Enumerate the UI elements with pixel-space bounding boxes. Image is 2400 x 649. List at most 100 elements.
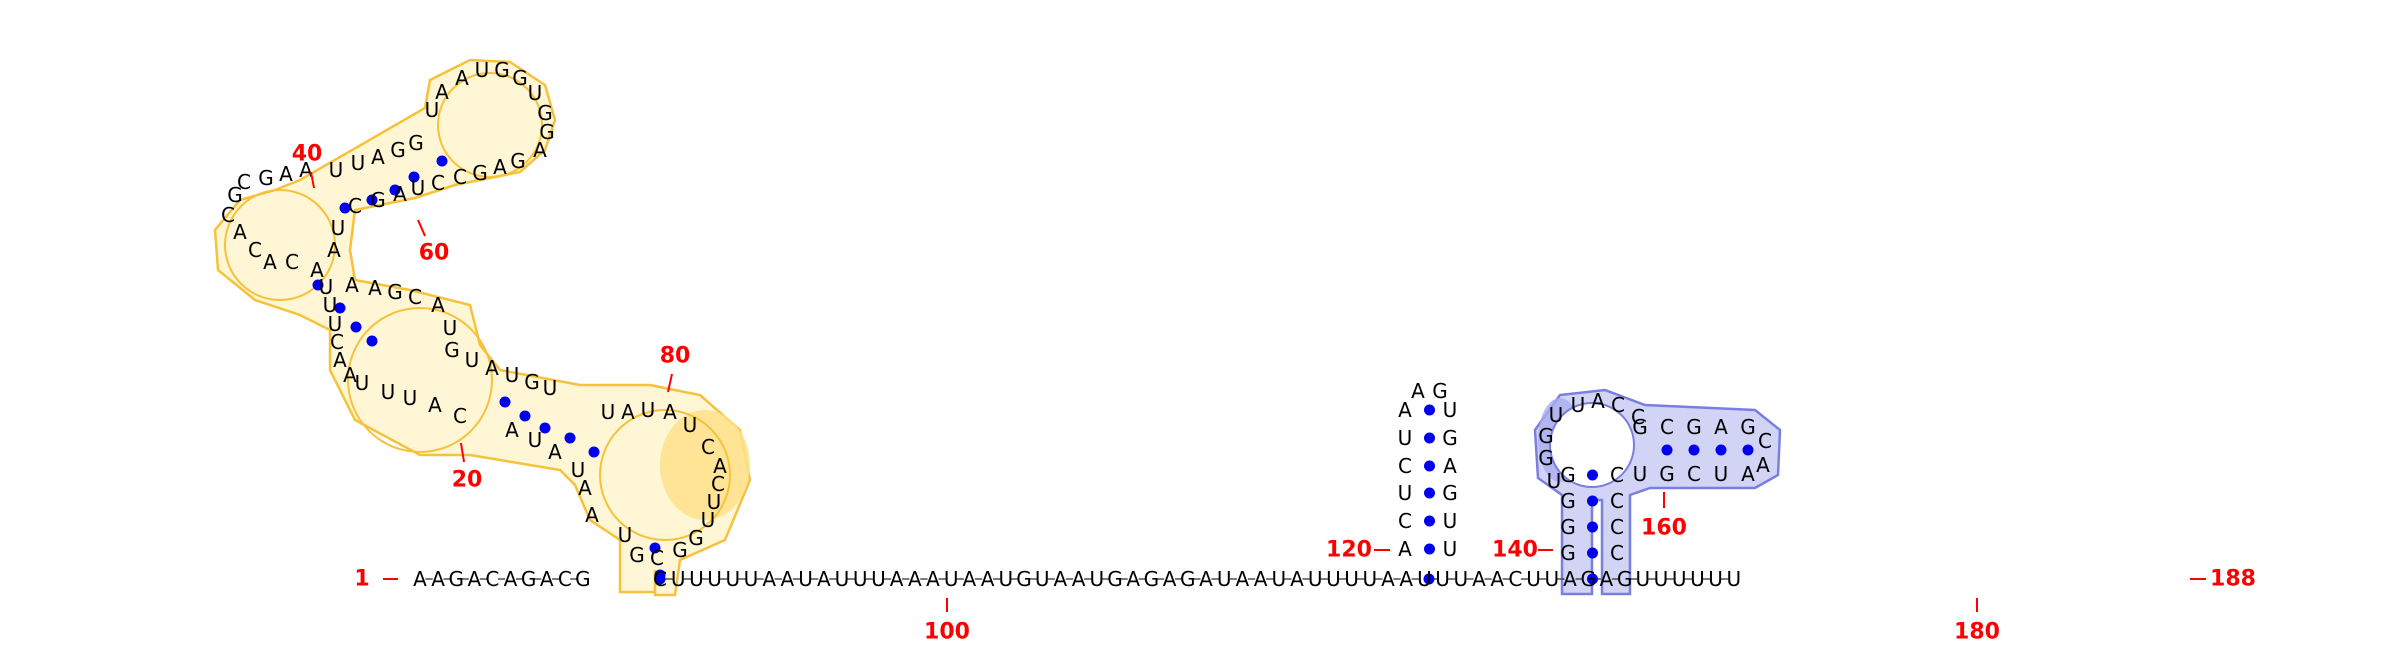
yellow-domain-nucleotide: C	[330, 330, 344, 354]
yellow-domain-nucleotide: C	[408, 285, 422, 309]
base-pair-dot	[564, 432, 576, 444]
yellow-domain-nucleotide: A	[368, 276, 382, 300]
blue-loop-outline	[1549, 402, 1635, 488]
yellow-domain-nucleotide: G	[408, 131, 424, 155]
yellow-domain-nucleotide: G	[524, 370, 540, 394]
base-pair-dot	[339, 202, 351, 214]
backbone-nucleotide: A	[1399, 567, 1413, 591]
label-80: 80	[660, 344, 691, 369]
backbone-nucleotide: A	[1126, 567, 1140, 591]
yellow-domain-highlight	[213, 58, 752, 597]
yellow-domain-nucleotide: A	[310, 258, 324, 282]
loop-outlines	[224, 72, 731, 541]
yellow-domain-nucleotide: U	[505, 363, 520, 387]
yellow-domain-nucleotide: C	[237, 170, 251, 194]
yellow-domain-nucleotide: G	[370, 188, 386, 212]
yellow-domain-nucleotide: A	[393, 182, 407, 206]
backbone-nucleotide: A	[963, 567, 977, 591]
base-pair-dot	[408, 171, 420, 183]
yellow-domain-nucleotide: A	[333, 348, 347, 372]
backbone-nucleotide: U	[1217, 567, 1232, 591]
backbone-nucleotide: U	[871, 567, 886, 591]
yellow-domain-nucleotide: U	[443, 316, 458, 340]
yellow-domain-nucleotide: A	[233, 220, 247, 244]
yellow-domain-nucleotide: G	[390, 138, 406, 162]
backbone-nucleotide: A	[781, 567, 795, 591]
yellow-domain-nucleotide: C	[701, 435, 715, 459]
hairpin-140-branch-nucleotide: G	[1632, 415, 1648, 439]
backbone-nucleotide: A	[540, 567, 554, 591]
backbone-nucleotide: U	[744, 567, 759, 591]
base-pair-dot	[654, 569, 666, 581]
position-tick	[460, 442, 465, 463]
yellow-domain-nucleotide: G	[688, 526, 704, 550]
hairpin-140-branch-nucleotide: A	[1714, 415, 1728, 439]
backbone-nucleotide: U	[998, 567, 1013, 591]
yellow-domain-nucleotide: A	[263, 250, 277, 274]
backbone-nucleotide: U	[1690, 567, 1705, 591]
base-pair-dot	[1587, 547, 1598, 559]
yellow-domain-nucleotide: C	[221, 203, 235, 227]
hairpin-140-stem-nucleotide: C	[1610, 515, 1624, 539]
yellow-domain-nucleotide: U	[319, 275, 334, 299]
backbone-nucleotide: U	[1035, 567, 1050, 591]
hairpin-140-loop-nucleotide: U	[1549, 403, 1564, 427]
base-pair-dot	[1742, 444, 1754, 456]
hairpin-140-branch-nucleotide: A	[1741, 462, 1755, 486]
yellow-domain-nucleotide: U	[411, 176, 426, 200]
backbone-nucleotide: A	[1199, 567, 1213, 591]
yellow-domain-nucleotide: U	[701, 508, 716, 532]
backbone-nucleotide: U	[853, 567, 868, 591]
yellow-domain-nucleotide: C	[431, 171, 445, 195]
yellow-domain-nucleotide: G	[472, 161, 488, 185]
yellow-domain-nucleotide: C	[348, 194, 362, 218]
hairpin-120-nucleotide: U	[1398, 481, 1413, 505]
hairpin-140-loop-nucleotide: G	[1538, 424, 1554, 448]
yellow-domain-nucleotide: U	[329, 158, 344, 182]
yellow-domain-nucleotide: U	[571, 458, 586, 482]
backbone-nucleotide: U	[1654, 567, 1669, 591]
backbone-nucleotide: G	[1144, 567, 1160, 591]
hairpin-120-nucleotide: C	[1398, 509, 1412, 533]
hairpin-120-nucleotide: G	[1442, 481, 1458, 505]
yellow-domain-nucleotide: A	[431, 293, 445, 317]
yellow-domain-nucleotide: G	[672, 538, 688, 562]
yellow-domain-nucleotide: A	[327, 238, 341, 262]
backbone-nucleotide: C	[653, 567, 667, 591]
yellow-domain-nucleotide: A	[713, 454, 727, 478]
backbone-nucleotide: A	[431, 567, 445, 591]
yellow-domain-nucleotide: U	[683, 413, 698, 437]
backbone-nucleotide: U	[689, 567, 704, 591]
hairpin-140-stem-nucleotide: G	[1560, 463, 1576, 487]
backbone-nucleotide: A	[1381, 567, 1395, 591]
yellow-domain-nucleotide: U	[465, 348, 480, 372]
base-pair-dot	[366, 194, 378, 206]
yellow-domain-nucleotide: G	[539, 120, 555, 144]
yellow-domain-nucleotide: A	[428, 393, 442, 417]
backbone-nucleotide: U	[725, 567, 740, 591]
hairpin-140-branch-nucleotide: C	[1687, 462, 1701, 486]
backbone-nucleotide: U	[1326, 567, 1341, 591]
base-pair-dot	[389, 184, 401, 196]
yellow-domain-nucleotide: A	[585, 503, 599, 527]
backbone-nucleotide: U	[671, 567, 686, 591]
hairpin-120-nucleotide: A	[1398, 398, 1412, 422]
backbone-nucleotide: G	[1016, 567, 1032, 591]
backbone-nucleotide: U	[1362, 567, 1377, 591]
hairpin-140-branch-nucleotide: C	[1660, 415, 1674, 439]
yellow-domain-nucleotide: U	[351, 151, 366, 175]
backbone-nucleotide: U	[835, 567, 850, 591]
yellow-domain-nucleotide: A	[578, 476, 592, 500]
label-188: 188	[2210, 567, 2256, 592]
yellow-domain-nucleotide: U	[355, 371, 370, 395]
hairpin-120-nucleotide: U	[1443, 537, 1458, 561]
hairpin-140-branch-nucleotide: A	[1756, 453, 1770, 477]
hairpin-120-nucleotide: U	[1398, 426, 1413, 450]
base-pair-dot	[334, 302, 346, 314]
label-180: 180	[1954, 620, 2000, 645]
position-tick	[310, 171, 315, 189]
hairpin-140-stem-nucleotide: G	[1560, 541, 1576, 565]
yellow-domain-nucleotide: G	[629, 543, 645, 567]
base-pair-dot	[539, 422, 551, 434]
